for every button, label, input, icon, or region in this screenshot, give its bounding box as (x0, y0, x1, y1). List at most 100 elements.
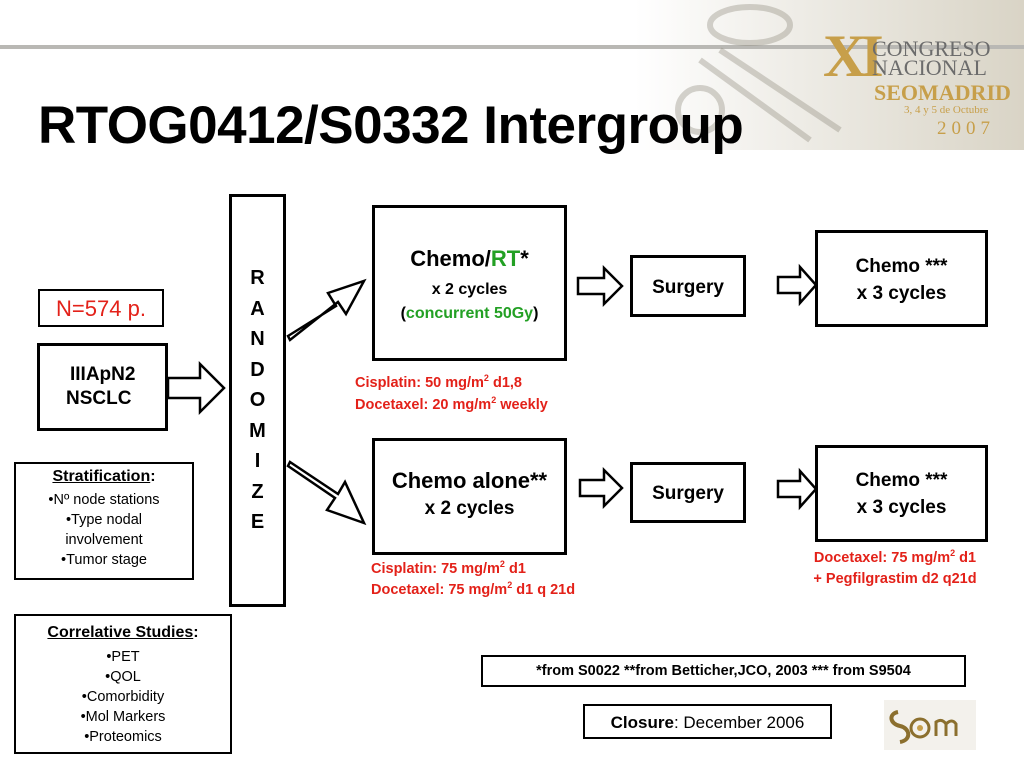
seom-logo-icon (884, 700, 976, 750)
correlative-item: •Mol Markers (80, 709, 166, 725)
congress-logo-dates: 3, 4 y 5 de Octubre (904, 104, 989, 116)
arm1-post-chemo-label: Chemo *** (855, 256, 948, 277)
header-banner (0, 0, 1024, 150)
correlative-heading: Correlative Studies (47, 624, 194, 641)
arm2-drug-docetaxel: Docetaxel: 75 mg/m2 d1 q 21d (371, 580, 575, 600)
arm1-paren-open: ( (400, 305, 406, 322)
congress-logo-xi: XI (823, 23, 884, 89)
arm2-drug-cisplatin: Cisplatin: 75 mg/m2 d1 (371, 559, 526, 579)
sample-size-label: N=574 p. (56, 296, 146, 321)
arrow-arm1-to-surgery (576, 264, 624, 308)
correlative-heading-line: Correlative Studies: (16, 624, 230, 642)
arm2-drug1-text: Cisplatin: 75 mg/m (371, 561, 500, 577)
stratification-item: •Tumor stage (61, 552, 147, 568)
congress-logo-line1: CONGRESO (872, 36, 991, 61)
microscope-graphic (675, 4, 842, 143)
randomize-letter: R (250, 267, 265, 289)
arm2-chemo-box: Chemo alone** x 2 cycles (372, 438, 567, 555)
arm2-post-cycles: x 3 cycles (856, 497, 947, 518)
stratification-item: •Type nodal (65, 512, 143, 528)
correlative-list: •PET •QOL •Comorbidity •Mol Markers •Proteom… (16, 647, 230, 747)
arm2-drug1-sup: 2 (499, 559, 505, 570)
arm1-surgery-label: Surgery (652, 277, 724, 298)
correlative-colon: : (193, 624, 199, 641)
correlative-studies-box: Correlative Studies: •PET •QOL •Comorbidit… (14, 614, 232, 754)
arrow-to-arm2 (286, 460, 367, 526)
congress-logo-line3: SEOMADRID (874, 80, 1011, 105)
arm1-cycles: x 2 cycles (431, 281, 508, 298)
arm2-post-chemo-box: Chemo *** x 3 cycles (815, 445, 988, 542)
footnote-box: *from S0022 **from Betticher,JCO, 2003 *… (481, 655, 966, 687)
arm2-surgery-box: Surgery (630, 462, 746, 523)
arm1-drug1-text: Cisplatin: 50 mg/m (355, 375, 484, 391)
arm2-post-drug1-text: Docetaxel: 75 mg/m (813, 550, 951, 566)
arm2-drug2-text: Docetaxel: 75 mg/m (371, 582, 508, 598)
arm2-drug1-tail: d1 (504, 561, 526, 577)
arm1-rt-label: RT (490, 246, 521, 271)
arm2-post-drug1-sup: 2 (950, 548, 956, 559)
patient-histology: NSCLC (66, 388, 132, 409)
sample-size-box: N=574 p. (38, 289, 164, 327)
arm1-paren-close: ) (533, 305, 539, 322)
arm2-cycles: x 2 cycles (424, 498, 515, 519)
arrow-arm2-to-surgery (578, 466, 624, 510)
closure-text: Closure: December 2006 (585, 713, 830, 733)
closure-box: Closure: December 2006 (583, 704, 832, 739)
arm1-concurrent: concurrent 50Gy (405, 305, 534, 322)
stratification-item: •Nº node stations (48, 492, 160, 508)
arm2-drug2-sup: 2 (507, 580, 513, 591)
arm1-drug-docetaxel: Docetaxel: 20 mg/m2 weekly (355, 395, 548, 415)
patient-stage: IIIApN2 (70, 364, 136, 385)
arrow-to-randomize (166, 360, 226, 416)
arrow-to-arm1 (286, 278, 367, 342)
arm1-drug-cisplatin: Cisplatin: 50 mg/m2 d1,8 (355, 373, 522, 393)
randomize-letter: E (250, 511, 265, 533)
arm2-post-chemo-label: Chemo *** (855, 470, 948, 491)
arm1-chemort-title: Chemo/RT* (375, 246, 564, 272)
arm1-drug1-tail: d1,8 (488, 375, 522, 391)
arm1-drug1-sup: 2 (483, 373, 489, 384)
arm1-drug2-text: Docetaxel: 20 mg/m (355, 397, 492, 413)
randomize-letter: O (249, 389, 266, 411)
arm1-post-chemo-box: Chemo *** x 3 cycles (815, 230, 988, 327)
arrow-arm1-to-post-chemo (776, 263, 818, 307)
closure-value: : December 2006 (673, 713, 805, 732)
randomize-letter: N (250, 328, 265, 350)
arm1-chemo-prefix: Chemo/ (410, 246, 491, 271)
arm2-chemo-title: Chemo alone** (391, 468, 548, 493)
randomize-letter: Z (251, 480, 264, 503)
arm1-surgery-box: Surgery (630, 255, 746, 317)
arm1-chemo-suffix: * (520, 246, 529, 271)
stratification-list: •Nº node stations •Type nodal involvement •… (16, 490, 192, 570)
footnote-text: *from S0022 **from Betticher,JCO, 2003 *… (536, 663, 911, 679)
arm2-post-drug1-tail: d1 (955, 550, 977, 566)
patient-population-box: IIIApN2 NSCLC (37, 343, 168, 431)
arm2-drug2-tail: d1 q 21d (512, 582, 576, 598)
page-title: RTOG0412/S0332 Intergroup (38, 96, 744, 155)
arm1-post-cycles: x 3 cycles (856, 283, 947, 304)
correlative-item: •QOL (105, 669, 141, 685)
congress-logo-line2: NACIONAL (872, 55, 987, 80)
stratification-item: involvement (65, 532, 143, 548)
closure-label: Closure (610, 713, 674, 732)
arm2-surgery-label: Surgery (652, 483, 724, 504)
randomize-letter: M (249, 419, 266, 442)
randomize-letter: A (250, 297, 265, 320)
randomize-letter: D (250, 358, 265, 381)
arm1-chemort-box: Chemo/RT* x 2 cycles (concurrent 50Gy) (372, 205, 567, 361)
correlative-item: •Proteomics (84, 729, 162, 745)
correlative-item: •Comorbidity (81, 689, 165, 705)
header-rule (0, 45, 1024, 49)
stratification-colon: : (150, 468, 156, 485)
arm1-concurrent-line: (concurrent 50Gy) (375, 305, 564, 323)
arrow-arm2-to-post-chemo (776, 467, 818, 511)
correlative-item: •PET (106, 649, 140, 665)
arm2-post-drug-pegfilgrastim: + Pegfilgrastim d2 q21d (813, 571, 977, 587)
stratification-heading: Stratification (52, 468, 151, 485)
stratification-heading-line: Stratification: (16, 468, 192, 486)
arm2-post-drug-docetaxel: Docetaxel: 75 mg/m2 d1 (790, 548, 1000, 568)
stratification-box: Stratification: •Nº node stations •Type n… (14, 462, 194, 580)
